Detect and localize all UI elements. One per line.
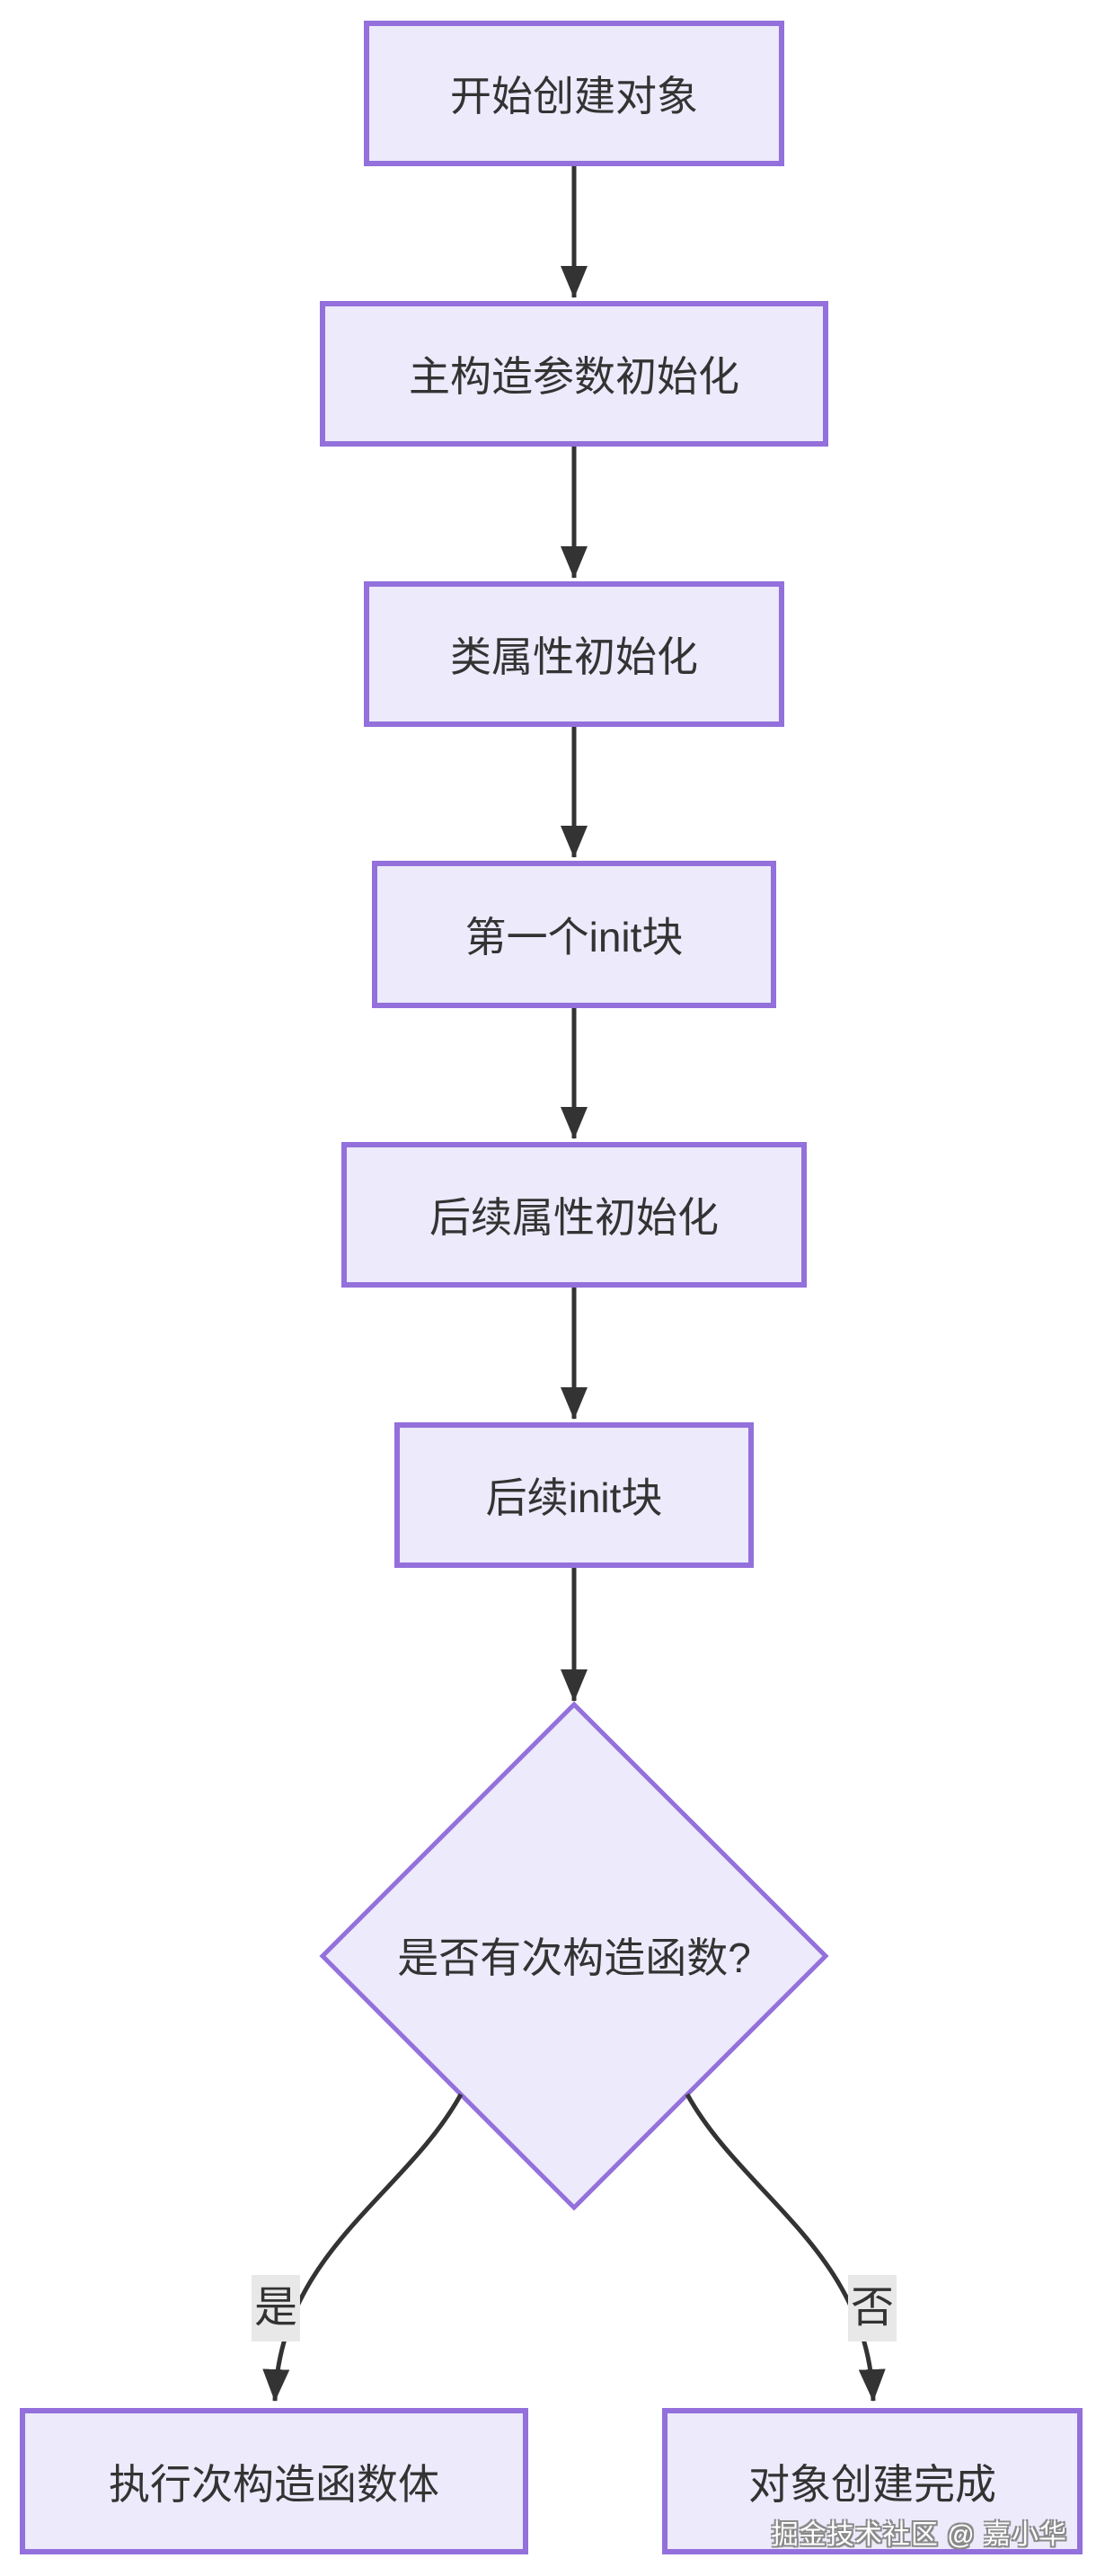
- node-later-prop-init: 后续属性初始化: [341, 1142, 807, 1288]
- node-primary-param-init: 主构造参数初始化: [320, 301, 828, 447]
- node-has-secondary-ctor-label: 是否有次构造函数?: [397, 1934, 751, 1981]
- node-exec-secondary-body: 执行次构造函数体: [20, 2408, 528, 2554]
- node-class-prop-init: 类属性初始化: [364, 581, 784, 727]
- edge-decision-yes: [262, 2093, 464, 2402]
- edge-decision-no: [685, 2093, 886, 2402]
- node-has-secondary-ctor-shape: [319, 1701, 829, 2211]
- edge-label-yes: 是: [251, 2275, 301, 2341]
- node-object-created: 对象创建完成: [662, 2408, 1083, 2554]
- node-first-init-block: 第一个init块: [372, 861, 776, 1008]
- node-later-init-block: 后续init块: [394, 1422, 754, 1568]
- node-start: 开始创建对象: [364, 21, 784, 166]
- watermark: 掘金技术社区 @ 嘉小华: [771, 2520, 1067, 2550]
- edge-label-no: 否: [847, 2275, 897, 2341]
